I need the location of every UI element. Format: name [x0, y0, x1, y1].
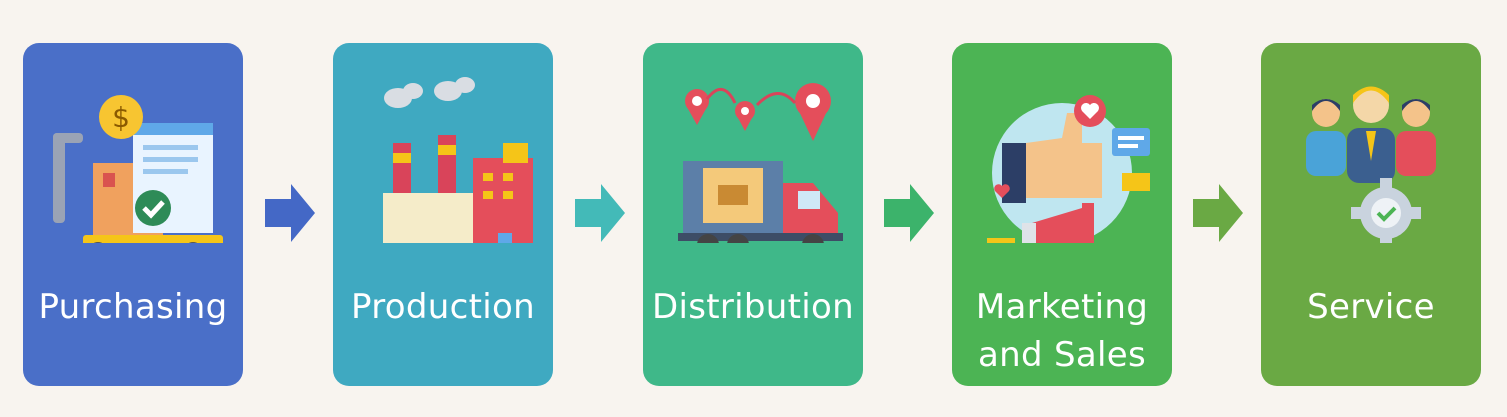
step-card-marketing-and-sales: Marketing and Sales — [952, 43, 1172, 386]
team-service-gear-icon — [1306, 86, 1436, 243]
arrow-right-icon — [884, 184, 934, 242]
arrow-right-icon — [575, 184, 625, 242]
svg-text:$: $ — [112, 101, 130, 134]
step-card-distribution: Distribution — [643, 43, 863, 386]
step-label: Service — [1307, 287, 1435, 327]
step-label: Purchasing — [38, 287, 228, 327]
factory-icon — [383, 77, 533, 243]
step-label: Marketing and Sales — [975, 287, 1149, 375]
step-label: Distribution — [652, 287, 854, 327]
step-card-production: Production — [333, 43, 553, 386]
marketing-megaphone-icon — [987, 95, 1150, 243]
arrow-right-icon — [265, 184, 315, 242]
step-card-purchasing: $ Purchasing — [23, 43, 243, 386]
delivery-truck-icon — [678, 83, 843, 243]
arrow-right-icon — [1193, 184, 1243, 242]
step-label: Production — [351, 287, 535, 327]
step-card-service: Service — [1261, 43, 1481, 386]
shopping-cart-invoice-icon: $ — [53, 95, 223, 243]
